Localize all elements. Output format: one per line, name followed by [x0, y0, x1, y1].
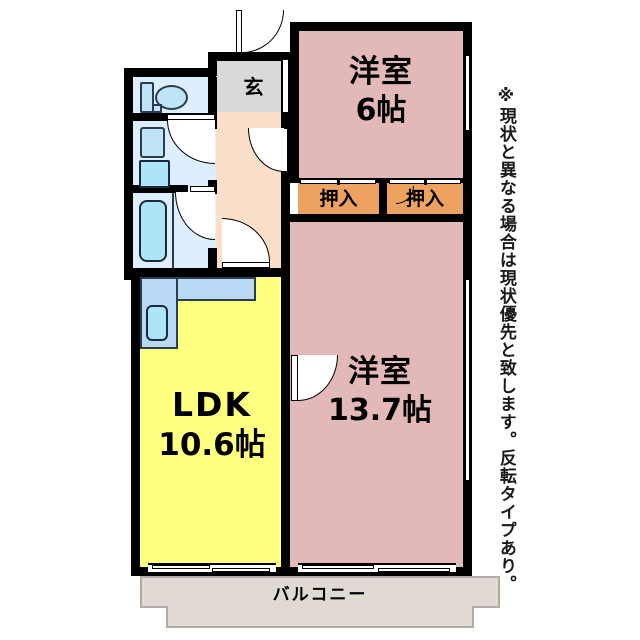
entrance-door-swing	[242, 10, 284, 53]
room-ldk-size: 10.6帖	[158, 426, 266, 463]
room-washitsu-137	[290, 222, 463, 567]
room-ldk-name: LDK	[172, 385, 252, 424]
interior-wall-closet-divider	[379, 178, 387, 222]
balcony-label: バルコニー	[272, 585, 368, 605]
interior-wall-hall-right-2	[281, 156, 290, 276]
room-washitsu-6	[299, 31, 463, 178]
closet-left	[298, 183, 379, 214]
balcony-lower-step	[166, 606, 474, 628]
window-entry-left	[281, 60, 290, 112]
interior-wall-hall-ldk	[216, 268, 290, 277]
window-room137-right	[464, 280, 471, 480]
interior-wall-room6-left	[290, 31, 299, 181]
room-washitsu-6-label-group: 洋室 6帖	[299, 55, 463, 127]
kitchen-sink-icon	[146, 305, 168, 341]
entry-genkan-area	[217, 61, 290, 112]
closet-right-mullion	[424, 178, 427, 185]
outer-wall-left-lower	[131, 272, 140, 576]
outer-wall-top-right	[290, 22, 472, 31]
interior-wall-bath-hall	[208, 248, 217, 272]
closet-left-mullion	[337, 178, 340, 185]
room-ldk-label-group: LDK 10.6帖	[142, 385, 282, 463]
interior-wall-bath-bottom	[124, 268, 216, 277]
hallway-lower-door-panel[interactable]	[222, 262, 270, 268]
outer-wall-top-left	[124, 68, 216, 77]
outer-wall-entry-left	[208, 52, 217, 76]
washing-machine-icon	[139, 160, 170, 188]
sliding-door-ldk-leaf1	[152, 565, 210, 569]
sliding-door-ldk-leaf2	[212, 568, 270, 572]
disclaimer-note: ※現状と異なる場合は現状優先と致します。反転タイプあり。	[495, 86, 516, 593]
bathtub-icon	[139, 200, 167, 262]
sliding-door-room137-leaf1	[302, 565, 374, 569]
room-washitsu-137-name: 洋室	[348, 354, 412, 390]
room-washitsu-137-size: 13.7帖	[327, 392, 433, 428]
window-room6-right	[464, 56, 471, 130]
interior-wall-washroom-bath	[133, 185, 188, 193]
sliding-door-room137-leaf2	[378, 568, 450, 572]
washroom-door-panel[interactable]	[190, 186, 215, 192]
outer-wall-left-upper	[124, 68, 133, 280]
vanity-sink-icon	[140, 127, 165, 158]
sliding-door-room137[interactable]	[298, 563, 456, 574]
room-washitsu-137-label-group: 洋室 13.7帖	[295, 355, 465, 427]
closet-right-label: 押入	[405, 188, 444, 210]
entry-genkan-label: 玄	[243, 75, 264, 99]
room-washitsu-6-name: 洋室	[349, 54, 413, 90]
interior-wall-ldk-room	[281, 272, 290, 572]
toilet-base-icon	[152, 104, 162, 113]
interior-wall-water-hall	[208, 77, 217, 117]
outer-wall-entry-top	[208, 52, 298, 61]
room-washitsu-6-size: 6帖	[355, 92, 407, 128]
closet-left-label: 押入	[319, 188, 358, 210]
toilet-bowl-icon	[155, 85, 188, 110]
bath-floor-divider	[172, 193, 174, 268]
toilet-tank-icon	[140, 82, 154, 113]
